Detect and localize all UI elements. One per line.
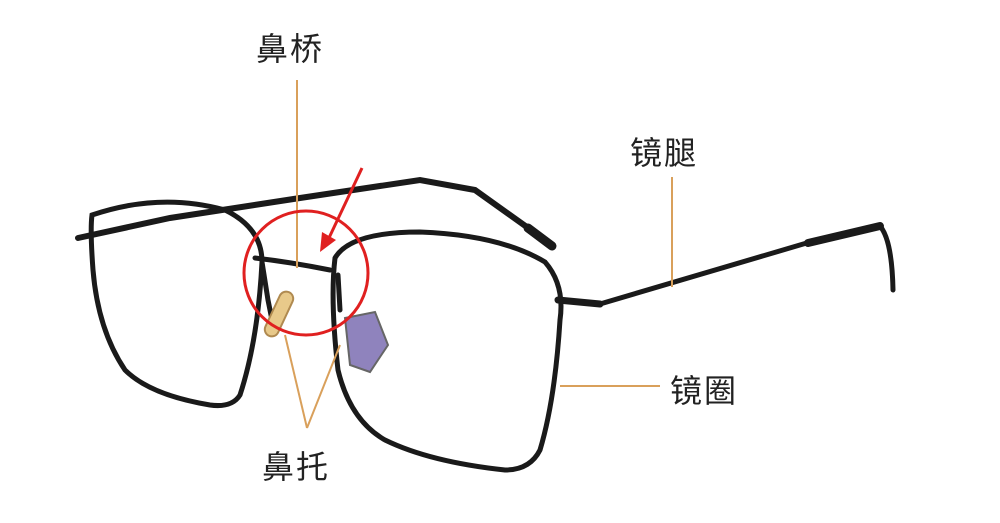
bridge — [252, 255, 333, 273]
nose-pad-leader-right — [306, 344, 341, 429]
highlight-circle — [242, 209, 370, 337]
far-temple-tip — [523, 223, 557, 251]
pad-arm-left — [259, 259, 275, 323]
hinge — [554, 296, 604, 308]
label-rim: 镜圈 — [670, 372, 739, 410]
nose-pad-leader-left — [284, 334, 308, 429]
near-temple — [597, 223, 896, 307]
nose-pad-right — [343, 310, 390, 374]
pad-arm-right — [335, 272, 343, 313]
left-rim — [88, 199, 265, 408]
far-temple — [75, 176, 548, 243]
label-temple: 镜腿 — [630, 134, 699, 172]
label-nose-bridge: 鼻桥 — [256, 30, 325, 68]
highlight-arrow — [326, 167, 364, 241]
right-rim — [330, 229, 564, 473]
arrow-head-icon — [320, 232, 336, 252]
label-nose-pads: 鼻托 — [262, 448, 331, 486]
near-temple-tip — [804, 222, 884, 247]
